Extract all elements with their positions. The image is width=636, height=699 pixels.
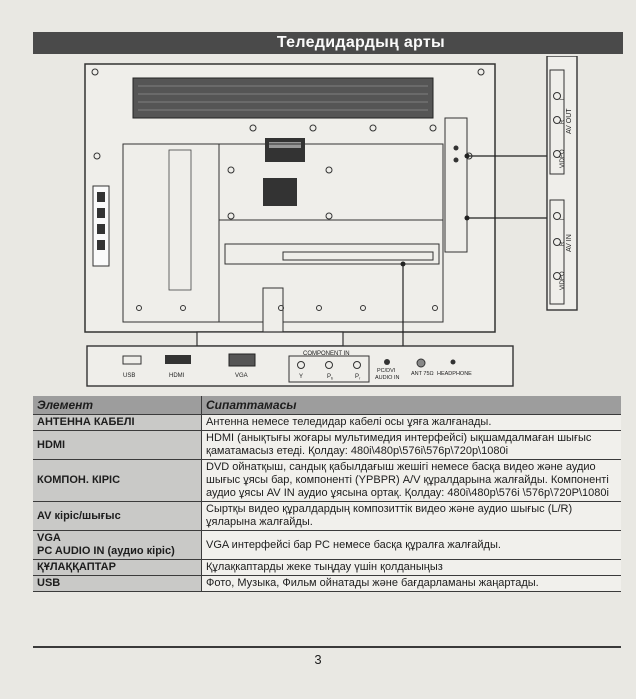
headphone-jack — [450, 359, 456, 365]
row-description: Құлақкаптарды жеке тыңдау үшін қолданыңы… — [201, 559, 621, 576]
row-description: Фото, Музыка, Фильм ойнатады және бағдар… — [201, 575, 621, 592]
row-element-line2: PC AUDIO IN (аудио кіріс) — [37, 545, 175, 557]
vent-grille — [132, 77, 434, 119]
table-row: АНТЕННА КАБЕЛІ Антенна немесе теледидар … — [33, 414, 621, 431]
row-description: VGA интерфейсі бар PC немесе басқа құрал… — [201, 530, 621, 560]
side-jack-column — [444, 117, 468, 253]
row-element: HDMI — [33, 430, 202, 460]
av-out-l: L — [560, 96, 566, 100]
pc-dvi-label: PC/DVI — [377, 368, 396, 374]
av-out-video: VIDEO — [560, 149, 566, 168]
tv-back-diagram: AV OUT AV IN L R VIDEO L R VIDEO USB HDM… — [84, 56, 578, 387]
table-row: VGA PC AUDIO IN (аудио кіріс) VGA интерф… — [33, 530, 621, 560]
ant-jack — [416, 358, 426, 368]
table-row: КОМПОН. КІРІС DVD ойнатқыш, сандық қабыл… — [33, 459, 621, 502]
vesa-plate — [263, 178, 297, 206]
row-element: USB — [33, 575, 202, 592]
hdmi-label: HDMI — [169, 373, 185, 379]
av-in-l: L — [560, 216, 566, 220]
bottom-connector-panel — [86, 345, 514, 387]
ant-label: ANT 75Ω — [411, 371, 434, 377]
table-row: ҚҰЛАҚҚАПТАР Құлақкаптарды жеке тыңдау үш… — [33, 559, 621, 576]
row-element: AV кіріс/шығыс — [33, 501, 202, 531]
av-in-video: VIDEO — [560, 271, 566, 290]
av-out-r: R — [560, 119, 566, 124]
table-row: AV кіріс/шығыс Сыртқы видео құралдардың … — [33, 501, 621, 531]
footer-rule — [33, 646, 621, 648]
pc-audio-jack — [384, 359, 390, 365]
row-element: АНТЕННА КАБЕЛІ — [33, 414, 202, 431]
row-description: Сыртқы видео құралдардың композиттік вид… — [201, 501, 621, 531]
component-in-label: COMPONENT IN — [303, 351, 350, 357]
hdmi-port — [165, 355, 191, 364]
connector-table: Элемент Сипаттамасы АНТЕННА КАБЕЛІ Антен… — [33, 396, 621, 592]
row-description: HDMI (анықтығы жоғары мультимедия интерф… — [201, 430, 621, 460]
headphone-label: HEADPHONE — [437, 371, 472, 377]
component-pb: Pb — [327, 374, 334, 381]
row-description: DVD ойнатқыш, сандық қабылдағыш жешігі н… — [201, 459, 621, 502]
table-row: HDMI HDMI (анықтығы жоғары мультимедия и… — [33, 430, 621, 460]
row-element: VGA PC AUDIO IN (аудио кіріс) — [33, 530, 202, 560]
row-description: Антенна немесе теледидар кабелі осы ұяға… — [201, 414, 621, 431]
row-element-line1: VGA — [37, 532, 61, 544]
av-out-label: AV OUT — [566, 108, 573, 134]
rating-label — [265, 138, 305, 162]
vga-label: VGA — [235, 373, 248, 379]
col-description: Сипаттамасы — [201, 396, 621, 415]
av-in-label: AV IN — [566, 234, 573, 252]
page-number: 3 — [314, 652, 322, 667]
usb-port — [122, 355, 142, 365]
audio-in-label: AUDIO IN — [375, 375, 399, 381]
col-element: Элемент — [33, 396, 202, 415]
component-y: Y — [299, 374, 303, 380]
av-jack-panel — [546, 56, 578, 311]
usb-label: USB — [123, 373, 135, 379]
vga-port — [228, 353, 256, 367]
table-header: Элемент Сипаттамасы — [33, 396, 621, 415]
av-in-r: R — [560, 241, 566, 246]
table-row: USB Фото, Музыка, Фильм ойнатады және ба… — [33, 575, 621, 592]
component-pr: Pr — [355, 374, 361, 381]
section-title: Теледидардың арты — [33, 32, 623, 54]
row-element: ҚҰЛАҚҚАПТАР — [33, 559, 202, 576]
row-element: КОМПОН. КІРІС — [33, 459, 202, 502]
